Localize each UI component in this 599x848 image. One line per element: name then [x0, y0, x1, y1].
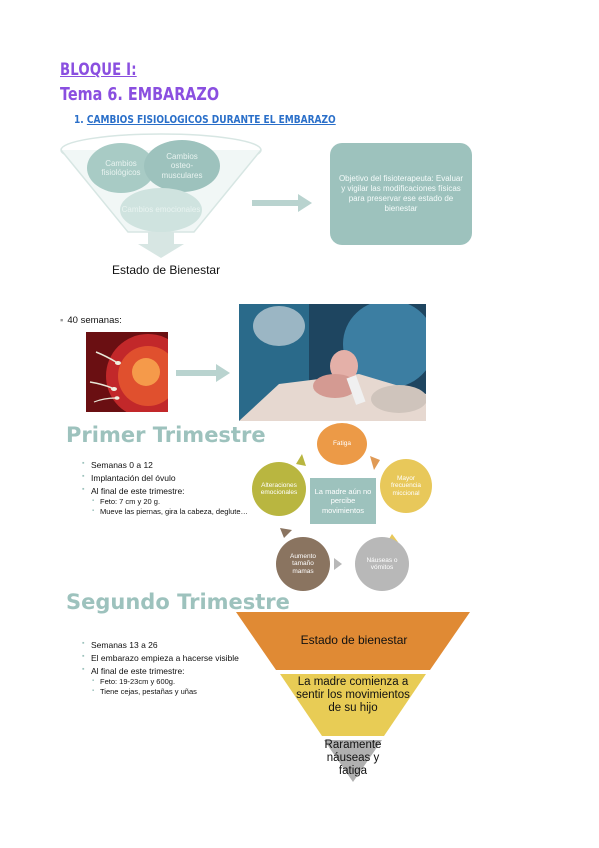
circle-emocionales: Cambios emocionales: [120, 188, 202, 232]
cycle-node-label: Aumento tamaño mamas: [289, 552, 317, 575]
cycle-node-label: Mayor frecuencia miccional: [391, 474, 421, 497]
circle-emocionales-label: Cambios emocionales: [121, 205, 201, 215]
bullet-icon: ▪: [60, 315, 64, 326]
list-item: Semanas 0 a 12: [82, 459, 262, 472]
weeks-text: 40 semanas:: [67, 315, 122, 326]
cycle-node-label: Alteraciones emocionales: [260, 481, 298, 496]
circle-fisiologicos: Cambios fisiológicos: [87, 143, 155, 193]
section-number: 1.: [74, 113, 84, 126]
second-trimester-list: Semanas 13 a 26 El embarazo empieza a ha…: [82, 639, 242, 698]
objective-box: Objetivo del fisioterapeuta: Evaluar y v…: [330, 143, 472, 245]
cycle-node-nauseas: Náuseas o vómitos: [355, 537, 409, 591]
section-title: CAMBIOS FISIOLOGICOS DURANTE EL EMBARAZO: [86, 113, 336, 126]
section-heading: 1. CAMBIOS FISIOLOGICOS DURANTE EL EMBAR…: [74, 113, 336, 126]
sub-item: Tiene cejas, pestañas y uñas: [92, 687, 242, 697]
cycle-node-miccional: Mayor frecuencia miccional: [380, 459, 432, 513]
first-trimester-title: Primer Trimestre: [66, 423, 266, 447]
inverted-pyramid: [236, 612, 470, 782]
cycle-node-label: Fatiga: [332, 440, 352, 448]
right-arrow-icon: [176, 364, 230, 382]
list-item: Al final de este trimestre:: [82, 485, 262, 498]
list-item: El embarazo empieza a hacerse visible: [82, 652, 242, 665]
list-item: Implantación del óvulo: [82, 472, 262, 485]
circle-osteomusculares: Cambios osteo-musculares: [144, 140, 220, 192]
pyramid-level-1: Estado de bienestar: [300, 633, 408, 647]
block-heading: BLOQUE I:: [60, 60, 137, 80]
birth-photo: [239, 304, 426, 421]
objective-text: Objetivo del fisioterapeuta: Evaluar y v…: [338, 174, 464, 213]
sub-item: Feto: 19-23cm y 600g.: [92, 677, 242, 687]
pyramid-level-2: La madre comienza a sentir los movimient…: [296, 676, 410, 715]
list-item: Semanas 13 a 26: [82, 639, 242, 652]
fertilization-image: [86, 332, 168, 412]
cycle-center-label: La madre aún no percibe movimientos: [314, 486, 372, 515]
circle-osteomusculares-label: Cambios osteo-musculares: [161, 152, 203, 180]
first-trimester-list: Semanas 0 a 12 Implantación del óvulo Al…: [82, 459, 262, 518]
cycle-center: La madre aún no percibe movimientos: [310, 478, 376, 524]
pyramid-level-3: Raramente náuseas y fatiga: [324, 739, 382, 778]
sub-item: Mueve las piernas, gira la cabeza, deglu…: [92, 507, 262, 517]
cycle-node-mamas: Aumento tamaño mamas: [276, 537, 330, 591]
cycle-node-emocionales: Alteraciones emocionales: [252, 462, 306, 516]
cycle-node-label: Náuseas o vómitos: [366, 556, 398, 571]
sub-item: Feto: 7 cm y 20 g.: [92, 497, 262, 507]
topic-heading: Tema 6. EMBARAZO: [60, 84, 220, 105]
circle-fisiologicos-label: Cambios fisiológicos: [101, 158, 141, 177]
right-arrow-icon: [252, 194, 312, 212]
bienestar-label: Estado de Bienestar: [112, 263, 221, 277]
list-item: Al final de este trimestre:: [82, 665, 242, 678]
second-trimester-title: Segundo Trimestre: [66, 590, 290, 614]
weeks-label: ▪40 semanas:: [60, 315, 122, 326]
cycle-node-fatiga: Fatiga: [317, 423, 367, 465]
